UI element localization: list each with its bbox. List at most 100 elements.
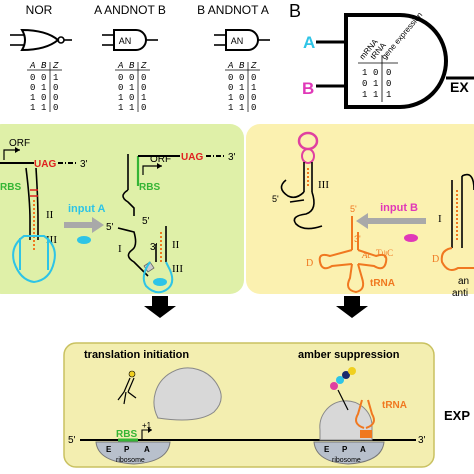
table-cell: 0	[141, 73, 146, 83]
rbs-label: RBS	[139, 182, 160, 193]
table-cell: 0	[30, 83, 35, 93]
table-header: B	[41, 61, 47, 71]
three-prime-label: 3'	[354, 234, 361, 244]
amber-suppression-label: amber suppression	[298, 349, 400, 361]
peptide-chain-icon	[330, 367, 356, 411]
cut-text-label: anti	[452, 288, 468, 299]
table-cell: 0	[118, 73, 123, 83]
arrow-left-icon	[356, 213, 426, 229]
cut-text-label: an	[458, 276, 469, 287]
table-cell: 0	[373, 68, 378, 78]
three-prime-label: 3'	[228, 152, 236, 163]
table-cell: 1	[362, 90, 367, 100]
table-cell: 0	[53, 103, 58, 113]
panel-mrna-switch: ORF UAG 3' RBS II III input A ORF RBS UA…	[0, 124, 244, 294]
arrow-down-icon	[336, 296, 368, 318]
nor-gate-icon	[20, 28, 60, 52]
five-prime-label: 5'	[272, 194, 279, 204]
table-cell: 1	[53, 73, 58, 83]
amber-trna-icon	[355, 399, 375, 438]
roman-ii-label: II	[172, 239, 180, 251]
arrow-right-icon	[64, 217, 104, 233]
table-cell: 1	[228, 103, 233, 113]
table-cell: 0	[129, 73, 134, 83]
roman-i-label: I	[438, 213, 442, 225]
table-cell: 0	[251, 73, 256, 83]
trna-label: tRNA	[382, 400, 407, 411]
p-site-label: P	[124, 445, 130, 454]
d-loop-label: D	[432, 254, 439, 265]
table-cell: 0	[118, 83, 123, 93]
table-cell: 1	[41, 103, 46, 113]
table-cell: 0	[30, 73, 35, 83]
big-gate-output-label: EX	[450, 79, 469, 95]
roman-ii-label: II	[46, 209, 54, 221]
table-cell: 0	[228, 73, 233, 83]
a-site-label: A	[144, 445, 150, 454]
table-header: A	[227, 61, 233, 71]
five-prime-label: 5'	[68, 435, 76, 446]
ribosome-small-subunit-icon	[313, 441, 385, 465]
table-cell: 0	[53, 93, 58, 103]
table-cell: 0	[239, 73, 244, 83]
gate-b-andnot-a-title: B ANDNOT A	[197, 3, 269, 17]
panel-b-letter: B	[289, 1, 301, 21]
five-prime-label: 5'	[106, 222, 114, 233]
panel-translation: translation initiation amber suppression…	[63, 342, 435, 468]
table-cell: 0	[228, 83, 233, 93]
three-prime-label: 3'	[150, 242, 158, 253]
col-header-gene-expression: gene expression	[380, 11, 425, 62]
e-site-label: E	[324, 445, 330, 454]
table-cell: 1	[118, 93, 123, 103]
trna-label: tRNA	[370, 278, 395, 289]
table-cell: 1	[228, 93, 233, 103]
table-header: Z	[250, 61, 257, 71]
andnot-gate-icon	[225, 29, 259, 51]
gate-nor-title: NOR	[26, 3, 53, 17]
input-a-molecule-icon	[77, 236, 91, 244]
panel-trna-background	[246, 124, 474, 294]
table-cell: 1	[239, 103, 244, 113]
gate-symbol: AN	[119, 36, 132, 46]
table-header: B	[129, 61, 135, 71]
table-cell: 0	[53, 83, 58, 93]
table-cell: 0	[141, 103, 146, 113]
table-header: A	[29, 61, 35, 71]
ribosome-label: ribosome	[332, 457, 361, 464]
table-cell: 1	[41, 83, 46, 93]
uag-label: UAG	[181, 152, 203, 163]
table-header: Z	[140, 61, 147, 71]
table-cell: 1	[251, 83, 256, 93]
table-cell: 0	[386, 79, 391, 89]
ac-label: Ac	[361, 250, 372, 260]
five-prime-label: 5'	[350, 204, 357, 214]
three-prime-label: 3'	[418, 435, 426, 446]
table-cell: 0	[362, 79, 367, 89]
roman-i-label: I	[118, 243, 122, 255]
small-trna-icon	[117, 370, 137, 405]
d-loop-label: D	[306, 258, 313, 269]
three-prime-label: 3'	[80, 159, 88, 170]
orf-label: ORF	[9, 138, 30, 149]
table-cell: 0	[141, 83, 146, 93]
rbs-label: RBS	[0, 182, 21, 193]
panel-trna-switch: III 5' input B 5' 3' Ac D TψC tRNA I D a…	[246, 124, 474, 299]
input-b-arrow-label: input B	[380, 202, 418, 214]
table-header: B	[239, 61, 245, 71]
roman-iii-label: III	[46, 234, 57, 246]
input-b-label: B	[302, 79, 314, 98]
e-site-label: E	[106, 445, 112, 454]
input-a-arrow-label: input A	[68, 203, 106, 215]
table-cell: 1	[129, 83, 134, 93]
table-cell: 0	[41, 93, 46, 103]
roman-iii-label: III	[172, 263, 183, 275]
input-b-molecule-icon	[404, 234, 418, 242]
gate-symbol: AN	[231, 36, 244, 46]
